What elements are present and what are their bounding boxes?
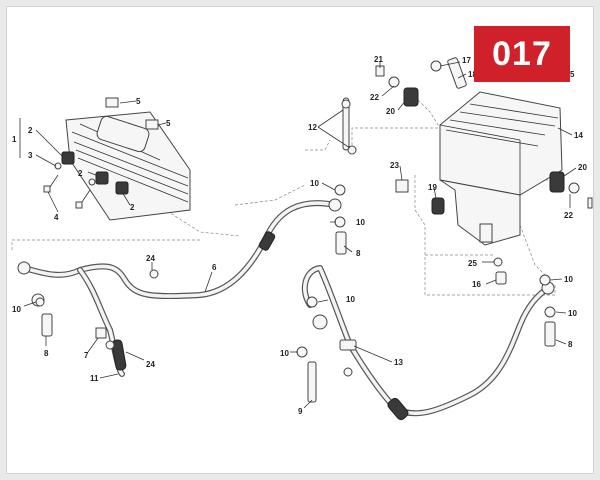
cooler-bushings (54, 151, 129, 195)
callout-24: 24 (146, 360, 155, 369)
callout-10: 10 (12, 305, 21, 314)
callout-13: 13 (394, 358, 403, 367)
callout-20: 20 (578, 163, 587, 172)
callout-23: 23 (390, 161, 399, 170)
callout-17: 17 (462, 56, 471, 65)
callout-15: 5 (570, 70, 575, 79)
callout-2: 2 (28, 126, 33, 135)
page-number-badge: 017 (474, 26, 570, 82)
callout-11: 11 (90, 374, 99, 383)
callout-10: 10 (564, 275, 573, 284)
callout-10: 10 (356, 218, 365, 227)
callout-16: 16 (472, 280, 481, 289)
callout-19: 19 (428, 183, 437, 192)
callout-10: 10 (346, 295, 355, 304)
reservoir-tank (430, 57, 563, 246)
callout-1: 1 (12, 135, 17, 144)
callout-8: 8 (568, 340, 573, 349)
hose-left (17, 198, 342, 377)
callout-4: 4 (54, 213, 59, 222)
tank-grommets (375, 65, 593, 285)
callout-12: 12 (308, 123, 317, 132)
callout-3: 3 (28, 151, 33, 160)
callout-18: 18 (468, 70, 477, 79)
callout-8: 8 (356, 249, 361, 258)
callout-2: 2 (78, 169, 83, 178)
callout-20: 20 (386, 107, 395, 116)
callout-5: 5 (166, 119, 171, 128)
callout-22: 22 (370, 93, 379, 102)
callout-labels: 1 2 3 2 4 2 5 5 12 10 10 8 24 6 10 8 7 2… (12, 55, 587, 416)
left-fittings (35, 97, 357, 350)
callout-24: 24 (146, 254, 155, 263)
callout-25: 25 (468, 259, 477, 268)
callout-10: 10 (310, 179, 319, 188)
oil-cooler (65, 111, 191, 221)
callout-22: 22 (564, 211, 573, 220)
leader-lines (19, 61, 577, 409)
callout-2: 2 (130, 203, 135, 212)
callout-21: 21 (374, 55, 383, 64)
callout-7: 7 (84, 351, 89, 360)
callout-6: 6 (212, 263, 217, 272)
callout-9: 9 (298, 407, 303, 416)
callout-10: 10 (280, 349, 289, 358)
callout-14: 14 (574, 131, 583, 140)
hose-right (301, 265, 555, 421)
right-fittings (296, 274, 556, 403)
cooler-bolts (43, 174, 91, 209)
callout-5: 5 (136, 97, 141, 106)
callout-10: 10 (568, 309, 577, 318)
cooler-brackets (105, 97, 159, 130)
callout-8: 8 (44, 349, 49, 358)
